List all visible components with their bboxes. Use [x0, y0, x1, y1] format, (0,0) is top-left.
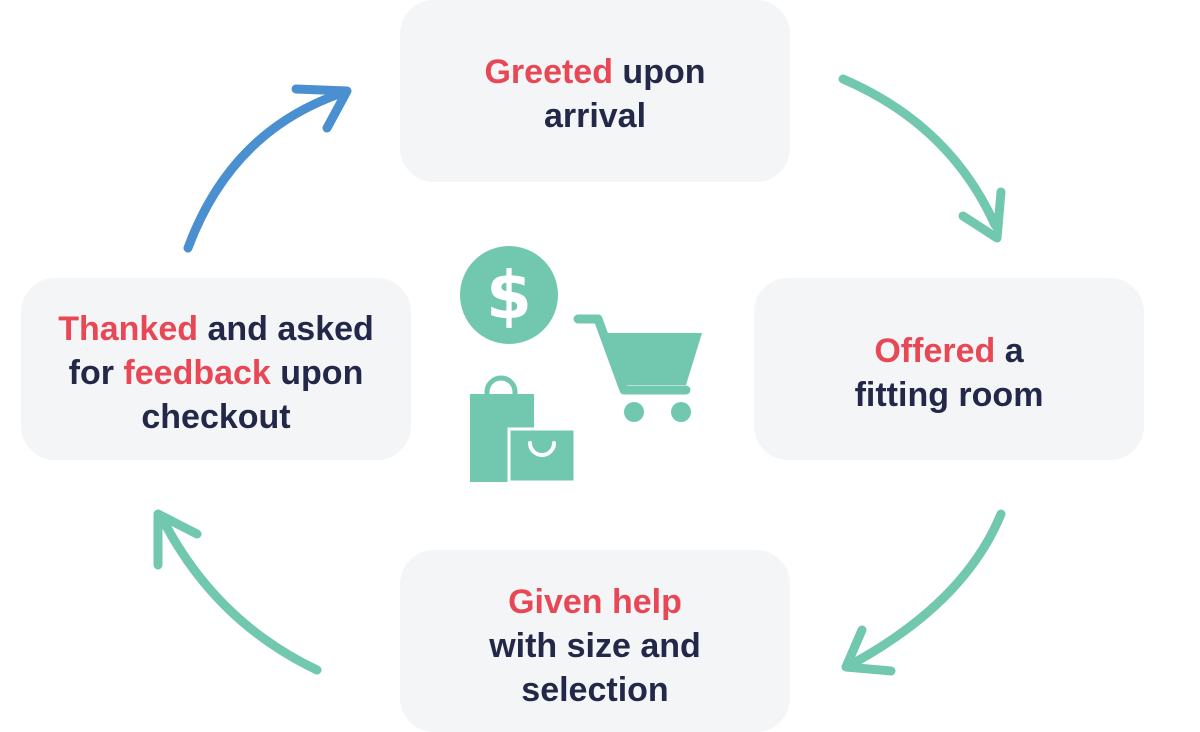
step-label-text: and asked: [198, 310, 374, 348]
step-label-line: Offered a: [855, 329, 1044, 373]
step-label-line: selection: [489, 668, 701, 712]
step-label-line: Greeted upon: [484, 50, 705, 94]
step-label-line: Thanked and asked: [58, 307, 374, 351]
step-label-text: with size and: [489, 627, 701, 665]
arrow-greeted-to-offered: [838, 74, 1006, 243]
shopping-cart-icon: [573, 314, 702, 422]
step-label-line: checkout: [58, 395, 374, 439]
step-label-highlight: Thanked: [58, 310, 199, 348]
step-label-highlight: Greeted: [484, 53, 613, 91]
step-label-text: for: [68, 354, 124, 392]
step-label-text: fitting room: [854, 376, 1044, 414]
arrow-thanked-to-greeted: [183, 84, 352, 253]
step-label-highlight: Offered: [874, 332, 996, 370]
step-label-line: with size and: [489, 624, 701, 668]
step-label-line: Given help: [489, 580, 701, 624]
step-label-text: checkout: [141, 398, 291, 436]
shopping-bags-icon: [470, 375, 577, 484]
step-label-line: for feedback upon: [58, 351, 374, 395]
svg-text:$: $: [486, 257, 532, 334]
step-label-highlight: Given help: [508, 583, 682, 621]
step-label-highlight: feedback: [123, 354, 271, 392]
step-label-text: selection: [521, 671, 669, 709]
step-card-given-help: Given help with size and selection: [400, 550, 790, 732]
step-label-text: a: [995, 332, 1024, 370]
step-label: Given help with size and selection: [489, 570, 701, 712]
arrow-offered-to-given-help: [841, 509, 1006, 676]
step-label-text: upon: [270, 354, 364, 392]
step-label-line: arrival: [484, 94, 705, 138]
arrow-given-help-to-thanked: [153, 509, 322, 675]
dollar-coin-icon: $: [460, 246, 558, 344]
step-label-line: fitting room: [855, 373, 1044, 417]
step-label-text: upon: [612, 53, 706, 91]
step-label-text: arrival: [543, 97, 647, 135]
